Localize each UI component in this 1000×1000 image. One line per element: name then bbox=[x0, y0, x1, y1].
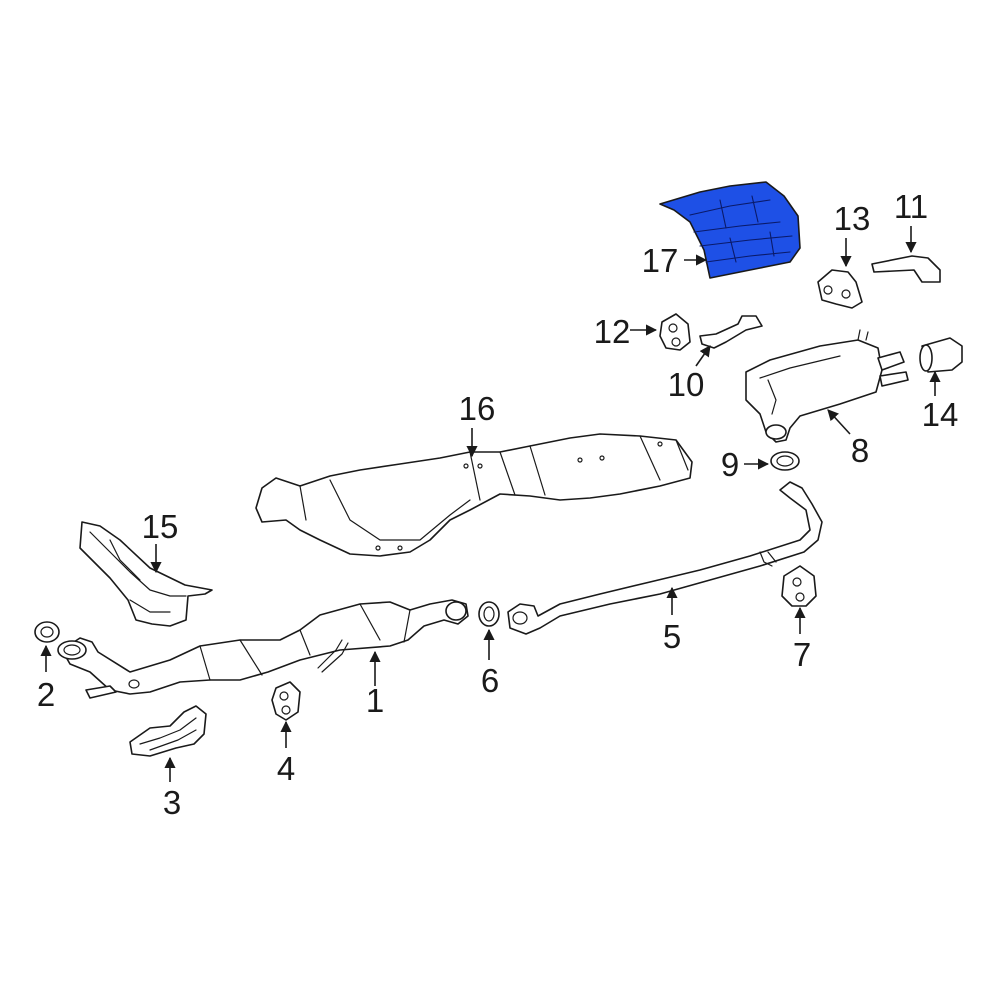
callout-1-label: 1 bbox=[366, 682, 384, 719]
callout-16-label: 16 bbox=[459, 390, 496, 427]
callout-2-label: 2 bbox=[37, 676, 55, 713]
part-4-hanger[interactable] bbox=[271, 681, 301, 721]
callout-4-label: 4 bbox=[277, 750, 295, 787]
callout-12-label: 12 bbox=[594, 313, 631, 350]
part-9-gasket[interactable] bbox=[770, 451, 800, 471]
callout-1: 1 bbox=[366, 650, 384, 719]
callout-8: 8 bbox=[827, 409, 869, 469]
part-3-lower-heat-shield[interactable] bbox=[129, 705, 207, 757]
callout-7-label: 7 bbox=[793, 636, 811, 673]
part-7-hanger[interactable] bbox=[781, 565, 817, 607]
callout-17: 17 bbox=[642, 242, 708, 279]
callout-14: 14 bbox=[922, 370, 959, 433]
callout-17-label: 17 bbox=[642, 242, 679, 279]
callout-6: 6 bbox=[481, 628, 499, 699]
callout-5: 5 bbox=[663, 586, 681, 655]
part-13-bracket[interactable] bbox=[817, 269, 863, 309]
callout-12: 12 bbox=[594, 313, 658, 350]
callout-5-label: 5 bbox=[663, 618, 681, 655]
part-16-center-heat-shield[interactable] bbox=[255, 433, 693, 557]
part-15-front-heat-shield[interactable] bbox=[79, 521, 213, 627]
part-11-bracket[interactable] bbox=[871, 255, 941, 283]
part-14-tail-pipe-tip[interactable] bbox=[919, 337, 963, 373]
callout-3-label: 3 bbox=[163, 784, 181, 821]
callout-10: 10 bbox=[668, 345, 711, 403]
callout-4: 4 bbox=[277, 720, 295, 787]
callout-13: 13 bbox=[834, 200, 871, 268]
callout-8-label: 8 bbox=[851, 432, 869, 469]
callout-3: 3 bbox=[163, 756, 181, 821]
callout-9-label: 9 bbox=[721, 446, 739, 483]
part-12-hanger[interactable] bbox=[659, 313, 691, 351]
callout-10-label: 10 bbox=[668, 366, 705, 403]
callout-2: 2 bbox=[37, 644, 55, 713]
part-5-intermediate-pipe[interactable] bbox=[507, 481, 823, 635]
callout-14-label: 14 bbox=[922, 396, 959, 433]
callout-7: 7 bbox=[793, 606, 811, 673]
callout-15-label: 15 bbox=[142, 508, 179, 545]
callout-16: 16 bbox=[459, 390, 496, 458]
part-2-gasket[interactable] bbox=[34, 621, 60, 643]
callout-6-label: 6 bbox=[481, 662, 499, 699]
part-6-gasket[interactable] bbox=[478, 601, 500, 627]
part-8-muffler[interactable] bbox=[745, 329, 909, 443]
callout-11-label: 11 bbox=[894, 188, 928, 225]
part-1-front-pipe-converter[interactable] bbox=[57, 599, 469, 699]
part-10-bracket[interactable] bbox=[699, 315, 763, 349]
callout-9: 9 bbox=[721, 446, 770, 483]
callout-15: 15 bbox=[142, 508, 179, 574]
callout-11: 11 bbox=[894, 188, 928, 254]
part-17-rear-heat-shield[interactable] bbox=[659, 181, 801, 279]
callout-13-label: 13 bbox=[834, 200, 871, 237]
